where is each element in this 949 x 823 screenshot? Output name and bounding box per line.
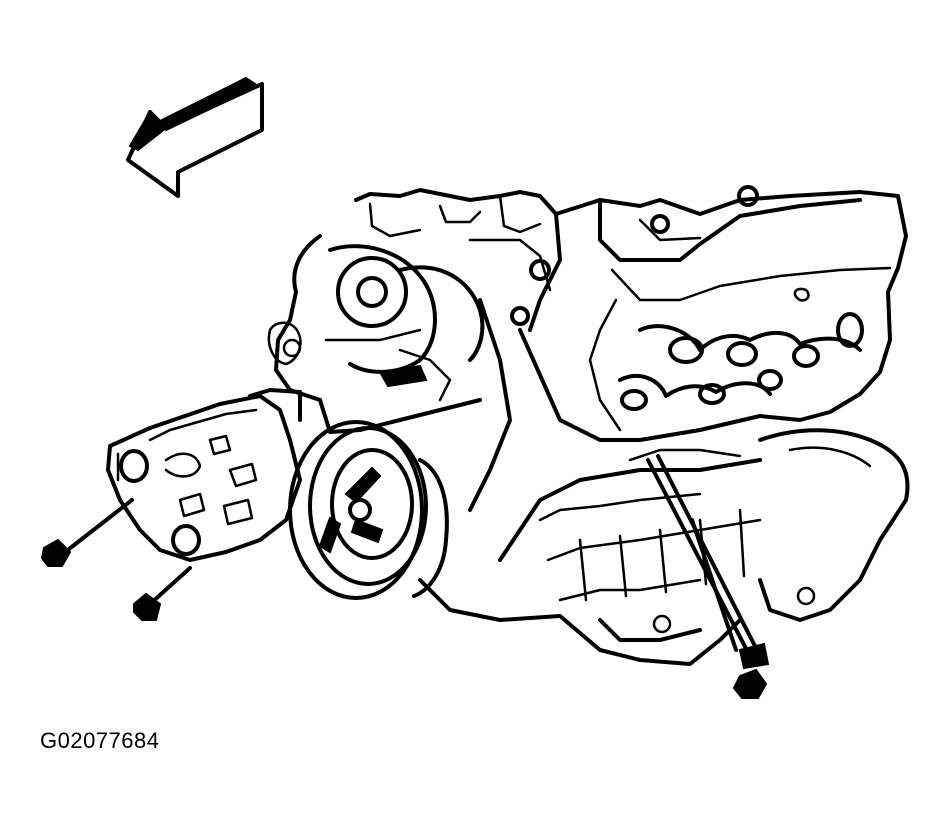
bolt-icon [40, 498, 134, 567]
direction-arrow-icon [126, 76, 264, 198]
figure-id-label: G02077684 [40, 728, 160, 753]
engine-mount-bracket-right [628, 428, 910, 622]
crankshaft-pulley [288, 420, 449, 600]
engine-mount-bracket-left [106, 388, 302, 562]
bolt-icon [133, 566, 192, 621]
bolt-icon [646, 454, 770, 699]
engine-block [267, 185, 908, 512]
oil-pan [418, 458, 762, 666]
bolt-icon [690, 518, 738, 652]
